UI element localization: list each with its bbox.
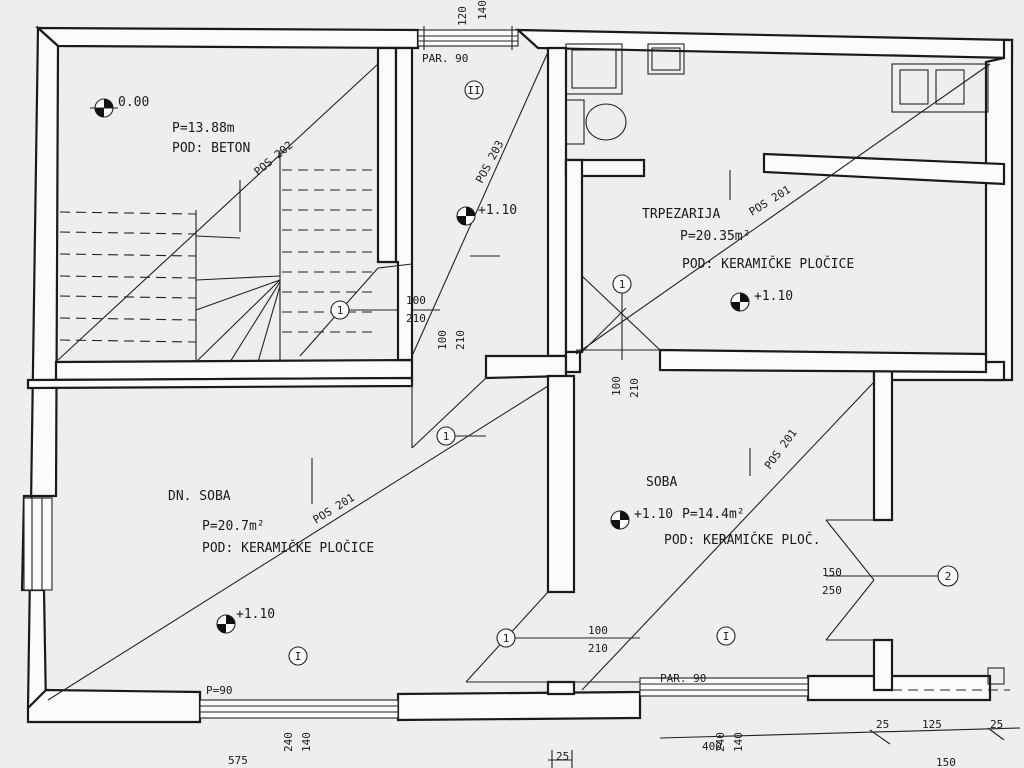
circle-mark-1a: 1	[330, 300, 350, 320]
level-text: +1.10	[478, 203, 517, 218]
axis-label: II	[467, 84, 480, 97]
dim-text: 575	[228, 754, 248, 767]
circle-mark-1c: 1	[612, 274, 632, 294]
axis-label: I	[723, 630, 730, 643]
outer-walls	[20, 25, 1014, 724]
inner-walls	[26, 46, 1006, 696]
floor-text: POD: BETON	[172, 141, 250, 156]
level-text: +1.10	[236, 607, 275, 622]
staircase	[57, 63, 379, 363]
par-text: P=90	[206, 684, 233, 697]
dim-text: 25	[876, 718, 889, 731]
area-text: P=13.88m	[172, 121, 235, 136]
floor-text: POD: KERAMIČKE PLOČICE	[202, 540, 374, 556]
area-text: P=20.7m²	[202, 519, 265, 534]
door-width: 100	[588, 624, 608, 637]
door-width: 100	[406, 294, 426, 307]
dim-text: 25	[556, 750, 569, 763]
axis-mark-II: II	[464, 80, 484, 100]
axis-mark-I-room: I	[716, 626, 736, 646]
circle-mark-1d: 1	[496, 628, 516, 648]
par-text: PAR. 90	[422, 52, 468, 65]
level-marker-living	[216, 614, 236, 634]
par-text: PAR. 90	[660, 672, 706, 685]
floor-text: POD: KERAMIČKE PLOČICE	[682, 256, 854, 272]
level-marker-stair	[90, 98, 118, 118]
door-height: 210	[628, 378, 641, 398]
mark-label: 1	[503, 632, 510, 645]
room-name: TRPEZARIJA	[642, 207, 720, 222]
door-height: 250	[822, 584, 842, 597]
axis-label: I	[295, 650, 302, 663]
mark-label: 1	[337, 304, 344, 317]
door-height: 210	[454, 330, 467, 350]
mark-label: 2	[945, 570, 952, 583]
kitchen-sink	[891, 63, 989, 113]
level-marker-room	[610, 510, 630, 530]
area-text: P=14.4m²	[682, 507, 745, 522]
dim-text: 240	[282, 732, 295, 752]
level-marker-dining	[730, 292, 750, 312]
circle-mark-1b: 1	[436, 426, 456, 446]
axis-mark-I-living: I	[288, 646, 308, 666]
door-dims: 100 210 100 210 100 210 150 250	[436, 330, 842, 655]
level-text: +1.10	[634, 507, 673, 522]
door-height: 210	[588, 642, 608, 655]
dimensions: 120 140 240 140 240 140 575 25 400 25 12…	[228, 0, 1021, 768]
dim-text: 140	[476, 0, 489, 20]
bottom-windows	[199, 26, 809, 719]
door-width: 150	[822, 566, 842, 579]
level-text: 0.00	[118, 95, 149, 110]
door-width: 100	[436, 330, 449, 350]
dim-text: 400	[702, 740, 722, 753]
dim-text: 120	[456, 6, 469, 26]
room-name: DN. SOBA	[168, 489, 231, 504]
dim-text: 140	[300, 732, 313, 752]
door-height: 210	[406, 312, 426, 325]
level-marker-hall	[456, 206, 476, 226]
mark-label: 1	[619, 278, 626, 291]
section-lines	[311, 170, 940, 639]
dim-text: 25	[990, 718, 1003, 731]
bathroom-fixtures	[565, 43, 685, 145]
slab-diagonals	[47, 51, 991, 701]
dining-labels: TRPEZARIJA P=20.35m² POD: KERAMIČKE PLOČ…	[642, 183, 854, 304]
dim-text: 140	[732, 732, 745, 752]
circle-mark-2: 2	[937, 565, 959, 587]
room-name: SOBA	[646, 475, 677, 490]
dim-text: 240	[714, 732, 727, 752]
door-width: 100	[610, 376, 623, 396]
dim-text: 125	[922, 718, 942, 731]
dim-text: 150	[936, 756, 956, 768]
area-text: P=20.35m²	[680, 229, 750, 244]
floor-text: POD: KERAMIČKE PLOČ.	[664, 532, 821, 548]
level-text: +1.10	[754, 289, 793, 304]
mark-label: 1	[443, 430, 450, 443]
